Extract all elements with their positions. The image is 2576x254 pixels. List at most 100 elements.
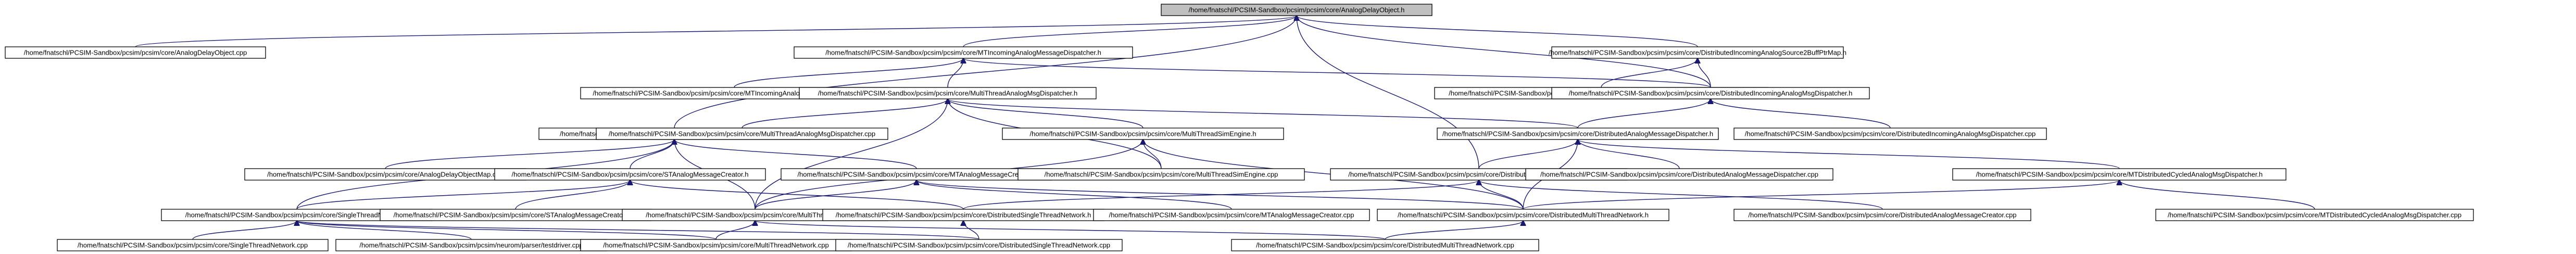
graph-node[interactable]: /home/fnatschl/PCSIM-Sandbox/pcsim/pcsim… bbox=[822, 209, 1104, 221]
graph-node[interactable]: /home/fnatschl/PCSIM-Sandbox/pcsim/pcsim… bbox=[1377, 209, 1669, 221]
graph-node[interactable]: /home/fnatschl/PCSIM-Sandbox/pcsim/pcsim… bbox=[1093, 209, 1370, 221]
graph-node[interactable]: /home/fnatschl/PCSIM-Sandbox/pcsim/pcsim… bbox=[1002, 128, 1284, 140]
dependency-edge bbox=[734, 58, 963, 88]
dependency-edge bbox=[1578, 139, 2120, 169]
graph-node[interactable]: /home/fnatschl/PCSIM-Sandbox/pcsim/pcsim… bbox=[57, 239, 329, 251]
graph-node-box bbox=[835, 239, 1123, 251]
dependency-edge bbox=[1577, 99, 1711, 129]
graph-node[interactable]: /home/fnatschl/PCSIM-Sandbox/pcsim/pcsim… bbox=[799, 87, 1097, 99]
graph-node-label: /home/fnatschl/PCSIM-Sandbox/pcsim/pcsim… bbox=[1549, 49, 1846, 57]
dependency-edge bbox=[296, 180, 630, 210]
dependency-edge bbox=[1698, 58, 1711, 88]
dependency-edge bbox=[963, 16, 1297, 47]
graph-node[interactable]: /home/fnatschl/PCSIM-Sandbox/pcsim/pcsim… bbox=[494, 168, 766, 181]
dependency-edge bbox=[715, 221, 755, 240]
dependency-edge bbox=[742, 99, 948, 129]
dependency-edge bbox=[1297, 16, 1698, 47]
graph-node-label: /home/fnatschl/PCSIM-Sandbox/pcsim/pcsim… bbox=[512, 171, 749, 179]
graph-node-box bbox=[1231, 239, 1539, 251]
graph-node-label: /home/fnatschl/PCSIM-Sandbox/pcsim/pcsim… bbox=[646, 211, 864, 219]
edges-layer bbox=[135, 16, 2315, 240]
dependency-edge bbox=[297, 221, 472, 240]
graph-node[interactable]: /home/fnatschl/PCSIM-Sandbox/pcsim/pcsim… bbox=[596, 128, 888, 140]
graph-node[interactable]: /home/fnatschl/PCSIM-Sandbox/pcsim/pcsim… bbox=[1161, 4, 1432, 16]
graph-node-label: /home/fnatschl/PCSIM-Sandbox/pcsim/pcsim… bbox=[1030, 130, 1256, 138]
graph-node[interactable]: /home/fnatschl/PCSIM-Sandbox/pcsim/pcsim… bbox=[2155, 209, 2474, 221]
graph-node[interactable]: /home/fnatschl/PCSIM-Sandbox/pcsim/pcsim… bbox=[1549, 46, 1846, 59]
graph-node-box bbox=[1377, 209, 1669, 221]
dependency-edge bbox=[948, 99, 1144, 129]
dependency-edge bbox=[755, 99, 948, 210]
graph-node-label: /home/fnatschl/PCSIM-Sandbox/pcsim/pcsim… bbox=[185, 211, 408, 219]
dependency-edge bbox=[1479, 180, 1883, 210]
graph-node-box bbox=[1525, 168, 1833, 181]
graph-node-label: /home/fnatschl/PCSIM-Sandbox/pcsim/pcsim… bbox=[818, 90, 1078, 97]
graph-node[interactable]: /home/fnatschl/PCSIM-Sandbox/pcsim/pcsim… bbox=[622, 209, 888, 221]
graph-node-label: /home/fnatschl/PCSIM-Sandbox/pcsim/pcsim… bbox=[1748, 211, 2016, 219]
dependency-edge bbox=[948, 99, 1578, 129]
graph-node-box bbox=[1002, 128, 1284, 140]
graph-node[interactable]: /home/fnatschl/PCSIM-Sandbox/pcsim/pcsim… bbox=[161, 209, 433, 221]
dependency-edge bbox=[1601, 58, 1698, 88]
graph-node[interactable]: /home/fnatschl/PCSIM-Sandbox/pcsim/pcsim… bbox=[1231, 239, 1539, 251]
graph-node[interactable]: /home/fnatschl/PCSIM-Sandbox/pcsim/pcsim… bbox=[1733, 209, 2031, 221]
graph-node[interactable]: /home/fnatschl/PCSIM-Sandbox/pcsim/pcsim… bbox=[794, 46, 1133, 59]
graph-node-box bbox=[1952, 168, 2286, 181]
graph-node-label: /home/fnatschl/PCSIM-Sandbox/pcsim/pcsim… bbox=[1569, 90, 1853, 97]
graph-node-label: /home/fnatschl/PCSIM-Sandbox/pcsim/pcsim… bbox=[609, 130, 875, 138]
graph-node[interactable]: /home/fnatschl/PCSIM-Sandbox/pcsim/pcsim… bbox=[380, 209, 651, 221]
dependency-edge bbox=[1297, 16, 1711, 88]
graph-node-box bbox=[2155, 209, 2474, 221]
dependency-edge bbox=[385, 139, 674, 169]
graph-node[interactable]: /home/fnatschl/PCSIM-Sandbox/pcsim/pcsim… bbox=[1017, 168, 1305, 181]
graph-node[interactable]: /home/fnatschl/PCSIM-Sandbox/pcsim/pcsim… bbox=[1733, 128, 2047, 140]
graph-node[interactable]: /home/fnatschl/PCSIM-Sandbox/pcsim/pcsim… bbox=[244, 168, 526, 181]
graph-node[interactable]: /home/fnatschl/PCSIM-Sandbox/pcsim/pcsim… bbox=[580, 239, 852, 251]
graph-node-label: /home/fnatschl/PCSIM-Sandbox/pcsim/pcsim… bbox=[1540, 171, 1818, 179]
dependency-edge bbox=[1478, 139, 1578, 169]
graph-node-label: /home/fnatschl/PCSIM-Sandbox/pcsim/pcsim… bbox=[1442, 130, 1713, 138]
graph-node-label: /home/fnatschl/PCSIM-Sandbox/pcsim/pcsim… bbox=[394, 211, 638, 219]
graph-node-box bbox=[494, 168, 766, 181]
graph-node-label: /home/fnatschl/PCSIM-Sandbox/pcsim/pcsim… bbox=[848, 242, 1110, 249]
graph-node[interactable]: /home/fnatschl/PCSIM-Sandbox/pcsim/pcsim… bbox=[335, 239, 607, 251]
dependency-edge bbox=[674, 139, 917, 169]
dependency-edge bbox=[1385, 221, 1523, 240]
dependency-edge bbox=[1297, 16, 1479, 169]
dependency-edge bbox=[1479, 180, 1524, 210]
graph-node-label: /home/fnatschl/PCSIM-Sandbox/pcsim/pcsim… bbox=[836, 211, 1091, 219]
dependency-edge bbox=[916, 180, 1232, 210]
graph-node-label: /home/fnatschl/PCSIM-Sandbox/pcsim/pcsim… bbox=[267, 171, 504, 179]
graph-node[interactable]: /home/fnatschl/PCSIM-Sandbox/pcsim/pcsim… bbox=[1551, 87, 1870, 99]
graph-node[interactable]: /home/fnatschl/PCSIM-Sandbox/pcsim/pcsim… bbox=[5, 46, 266, 59]
nodes-layer: /home/fnatschl/PCSIM-Sandbox/pcsim/pcsim… bbox=[5, 4, 2474, 251]
graph-node-label: /home/fnatschl/PCSIM-Sandbox/pcsim/pcsim… bbox=[603, 242, 829, 249]
dependency-edge bbox=[630, 180, 964, 210]
dependency-edge bbox=[963, 58, 1711, 88]
graph-node[interactable]: /home/fnatschl/PCSIM-Sandbox/pcsim/pcsim… bbox=[781, 168, 1052, 181]
graph-node-label: /home/fnatschl/PCSIM-Sandbox/pcsim/pcsim… bbox=[1109, 211, 1354, 219]
graph-node-box bbox=[1733, 209, 2031, 221]
graph-node[interactable]: /home/fnatschl/PCSIM-Sandbox/pcsim/pcsim… bbox=[835, 239, 1123, 251]
graph-node[interactable]: /home/fnatschl/PCSIM-Sandbox/pcsim/pcsim… bbox=[1952, 168, 2286, 181]
dependency-edge bbox=[1578, 139, 1680, 169]
graph-node-label: /home/fnatschl/PCSIM-Sandbox/pcsim/pcsim… bbox=[1745, 130, 2036, 138]
graph-node-label: /home/fnatschl/PCSIM-Sandbox/pcsim/pcsim… bbox=[1976, 171, 2263, 179]
dependency-edge bbox=[963, 180, 1479, 210]
dependency-edge bbox=[963, 221, 979, 240]
graph-node-label: /home/fnatschl/PCSIM-Sandbox/pcsim/pcsim… bbox=[1398, 211, 1649, 219]
dependency-edge bbox=[2119, 180, 2315, 210]
dependency-edge bbox=[297, 221, 717, 240]
graph-node[interactable]: /home/fnatschl/PCSIM-Sandbox/pcsim/pcsim… bbox=[1525, 168, 1833, 181]
graph-node-label: /home/fnatschl/PCSIM-Sandbox/pcsim/pcsim… bbox=[825, 49, 1101, 57]
dependency-edge bbox=[1523, 180, 2119, 210]
graph-node[interactable]: /home/fnatschl/PCSIM-Sandbox/pcsim/pcsim… bbox=[1437, 128, 1719, 140]
dependency-edge bbox=[135, 16, 1297, 47]
graph-node-box bbox=[1551, 46, 1844, 59]
graph-node-label: /home/fnatschl/PCSIM-Sandbox/pcsim/pcsim… bbox=[359, 242, 583, 249]
dependency-edge bbox=[192, 221, 297, 240]
graph-node-label: /home/fnatschl/PCSIM-Sandbox/pcsim/pcsim… bbox=[1189, 6, 1405, 14]
graph-node-label: /home/fnatschl/PCSIM-Sandbox/pcsim/pcsim… bbox=[78, 242, 308, 249]
dependency-edge bbox=[755, 180, 916, 210]
